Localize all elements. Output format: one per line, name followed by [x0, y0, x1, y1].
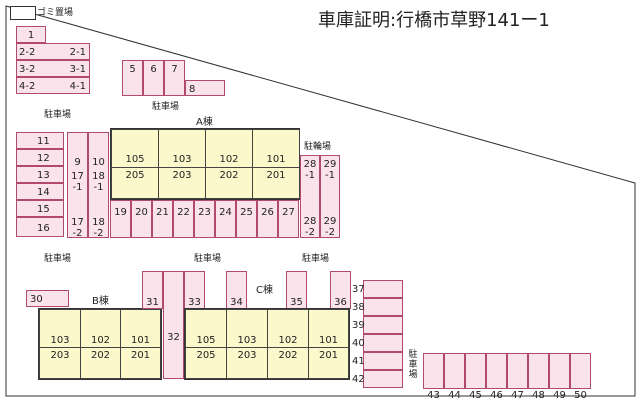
building-a-unit: 105 205	[111, 129, 159, 199]
building-a-unit: 103 203	[158, 129, 206, 199]
parking-space-4-2: 4-2	[19, 81, 36, 92]
parking-space-37: 37	[352, 280, 403, 298]
parking-space-36: 36	[330, 271, 351, 309]
parking-space-22: 22	[173, 200, 194, 238]
parking-space-46: 46	[486, 353, 507, 401]
building-c-unit: 101 201	[308, 309, 349, 379]
building-b: 103 203 102 202 101 201	[38, 308, 162, 380]
parking-space-50: 50	[570, 353, 591, 401]
parking-space-40: 40	[352, 334, 403, 352]
parking-space-4-1: 4-1	[69, 81, 86, 92]
garbage-area-label: ゴミ置場	[37, 8, 74, 18]
parking-space-1: 1	[16, 26, 46, 43]
building-b-unit: 101 201	[120, 309, 161, 379]
building-c-label: C棟	[256, 285, 273, 296]
parking-space-25: 25	[236, 200, 257, 238]
building-b-unit: 102 202	[80, 309, 121, 379]
bicycle-space-29: 29 -1 29 -2	[320, 155, 340, 238]
parking-label-mid-right: 駐車場	[302, 254, 330, 264]
parking-space-16: 16	[16, 217, 64, 237]
parking-space-26: 26	[257, 200, 278, 238]
parking-space-32: 32	[163, 271, 184, 379]
bicycle-space-28: 28 -1 28 -2	[300, 155, 320, 238]
parking-space-38: 38	[352, 298, 403, 316]
parking-space-41: 41	[352, 352, 403, 370]
parking-space-5: 5	[122, 60, 143, 96]
parking-space-11: 11	[16, 132, 64, 149]
building-c: 105 205 103 203 102 202 101 201	[184, 308, 350, 380]
parking-label-mid: 駐車場	[194, 254, 222, 264]
parking-space-45: 45	[465, 353, 486, 401]
parking-space-23: 23	[194, 200, 215, 238]
parking-space-2-2: 2-2	[19, 47, 36, 58]
parking-space-18-1: 18 -1	[92, 171, 105, 193]
parking-label-bottom-right: 駐車場	[408, 350, 418, 380]
parking-space-20: 20	[131, 200, 152, 238]
building-c-unit: 103 203	[226, 309, 268, 379]
parking-space-15: 15	[16, 200, 64, 217]
parking-space-43: 43	[423, 353, 444, 401]
parking-label-top: 駐車場	[152, 102, 180, 112]
bicycle-parking-label: 駐輪場	[304, 142, 332, 152]
parking-space-44: 44	[444, 353, 465, 401]
parking-space-47: 47	[507, 353, 528, 401]
garbage-area	[10, 6, 36, 20]
building-a-unit: 101 201	[252, 129, 300, 199]
parking-space-34: 34	[226, 271, 247, 309]
parking-space-row-3: 3-2 3-1	[16, 60, 90, 77]
parking-space-3-1: 3-1	[69, 64, 86, 75]
building-b-label: B棟	[92, 296, 109, 307]
parking-space-10-18: 10 18 -1 18 -2	[88, 132, 109, 239]
parking-space-10: 10	[92, 157, 105, 168]
parking-space-35: 35	[286, 271, 307, 309]
parking-space-14: 14	[16, 183, 64, 200]
bicycle-space-28-1: 28 -1	[303, 159, 317, 181]
page-title: 車庫証明:行橋市草野141ー1	[318, 10, 550, 31]
bicycle-space-29-2: 29 -2	[323, 216, 337, 238]
parking-space-33: 33	[184, 271, 205, 309]
parking-space-3-2: 3-2	[19, 64, 36, 75]
parking-space-31: 31	[142, 271, 163, 309]
parking-label-left: 駐車場	[44, 110, 72, 120]
parking-space-42: 42	[352, 370, 403, 388]
bicycle-space-28-2: 28 -2	[303, 216, 317, 238]
parking-space-12: 12	[16, 149, 64, 166]
building-a: 105 205 103 203 102 202 101 201	[110, 128, 300, 200]
parking-space-9: 9	[74, 157, 81, 168]
building-c-unit: 105 205	[185, 309, 227, 379]
parking-space-9-17: 9 17 -1 17 -2	[67, 132, 88, 239]
parking-space-19: 19	[110, 200, 131, 238]
parking-space-18-2: 18 -2	[92, 217, 105, 239]
parking-space-48: 48	[528, 353, 549, 401]
parking-space-24: 24	[215, 200, 236, 238]
parking-space-2-1: 2-1	[69, 47, 86, 58]
parking-space-13: 13	[16, 166, 64, 183]
parking-space-17-1: 17 -1	[71, 171, 84, 193]
parking-space-21: 21	[152, 200, 173, 238]
building-a-label: A棟	[196, 117, 213, 128]
parking-space-17-2: 17 -2	[71, 217, 84, 239]
bicycle-space-29-1: 29 -1	[323, 159, 337, 181]
parking-space-27: 27	[278, 200, 299, 238]
building-c-unit: 102 202	[267, 309, 309, 379]
parking-label-mid-left: 駐車場	[44, 254, 72, 264]
parking-space-39: 39	[352, 316, 403, 334]
parking-space-30: 30	[26, 290, 69, 307]
parking-space-7: 7	[164, 60, 185, 96]
building-a-unit: 102 202	[205, 129, 253, 199]
parking-space-row-2: 2-2 2-1	[16, 43, 90, 60]
building-b-unit: 103 203	[39, 309, 81, 379]
parking-space-8: 8	[185, 80, 225, 96]
parking-space-row-4: 4-2 4-1	[16, 77, 90, 94]
parking-space-49: 49	[549, 353, 570, 401]
parking-space-6: 6	[143, 60, 164, 96]
